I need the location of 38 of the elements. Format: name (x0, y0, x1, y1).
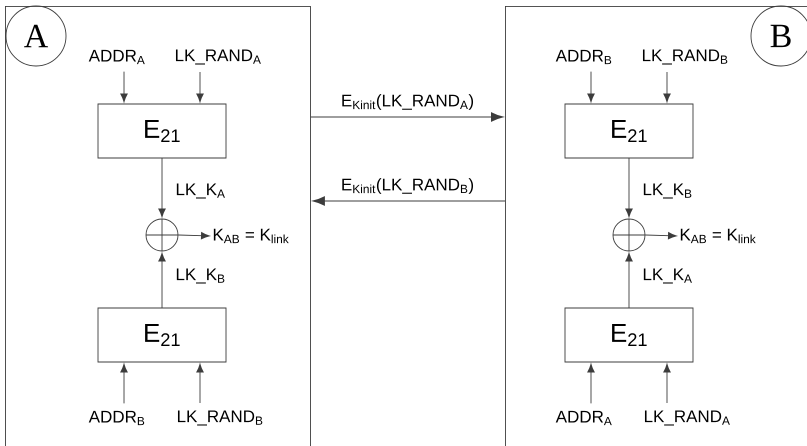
input-arrow (120, 364, 128, 404)
key-arrow (625, 158, 633, 218)
input-label: LK_RAND$_{A}$ (176, 49, 261, 65)
output-arrow (645, 232, 677, 240)
xor-symbol (146, 218, 178, 252)
key-arrow (158, 252, 166, 308)
edge-label: LK_K$_{B}$ (644, 183, 692, 199)
xor-symbol (612, 218, 646, 252)
output-label: K$_{AB}$ = K$_{link}$ (214, 228, 289, 244)
edge-label: LK_K$_{A}$ (176, 183, 225, 199)
input-arrow (663, 72, 671, 102)
input-arrow (587, 71, 595, 102)
input-label: LK_RAND$_{A}$ (644, 410, 730, 426)
input-label: ADDR$_{B}$ (556, 50, 612, 64)
input-label: ADDR$_{A}$ (556, 410, 612, 426)
output-arrow (178, 232, 210, 240)
input-label: ADDR$_{A}$ (88, 50, 145, 64)
function-box: E$_{21}$ (564, 308, 694, 362)
input-label: LK_RAND$_{B}$ (642, 49, 728, 65)
input-arrow (120, 71, 128, 102)
edge-label: LK_K$_{B}$ (176, 268, 224, 284)
function-box: E$_{21}$ (98, 308, 226, 362)
input-arrow (663, 364, 671, 404)
message-arrow (310, 112, 504, 122)
function-box: E$_{21}$ (98, 104, 226, 158)
input-arrow (587, 364, 595, 404)
input-arrow (196, 72, 204, 102)
key-arrow (158, 158, 166, 218)
edge-label: E$_{Kinit}$(LK_RAND$_{A}$) (342, 94, 474, 110)
function-box: E$_{21}$ (564, 104, 694, 158)
message-arrow (312, 196, 506, 206)
key-arrow (625, 252, 633, 308)
edge-label: E$_{Kinit}$(LK_RAND$_{B}$) (342, 178, 474, 194)
input-label: ADDR$_{B}$ (88, 410, 144, 426)
input-label: LK_RAND$_{B}$ (178, 410, 262, 426)
input-arrow (196, 364, 204, 404)
output-label: K$_{AB}$ = K$_{link}$ (680, 228, 756, 244)
edge-label: LK_K$_{A}$ (644, 268, 692, 284)
